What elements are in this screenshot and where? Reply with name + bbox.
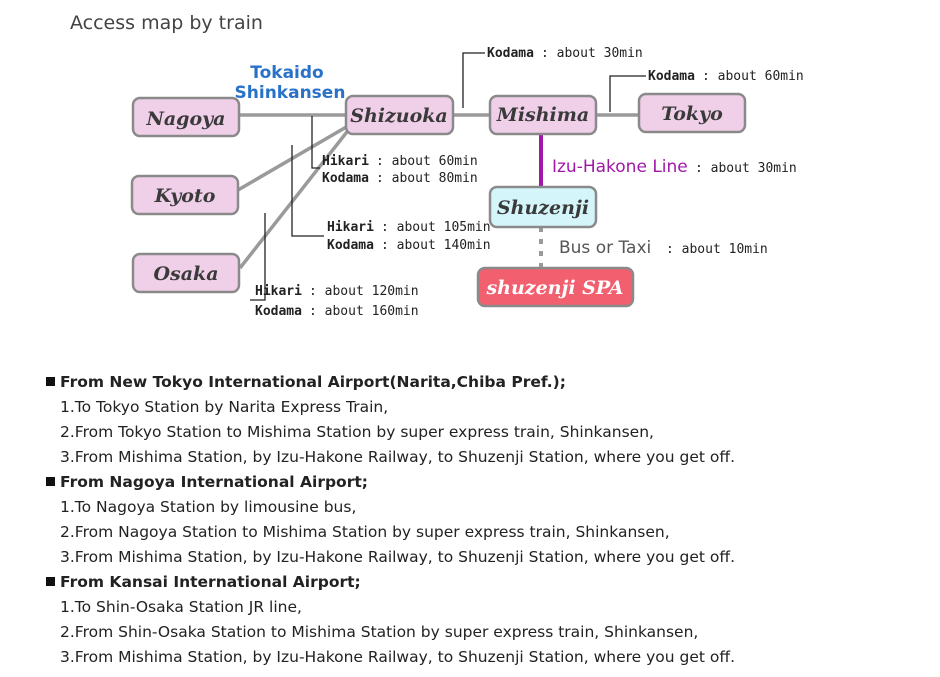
station-label: Tokyo	[661, 103, 723, 125]
station-shuzenji: Shuzenji	[488, 185, 598, 229]
route-kansai-airport: From Kansai International Airport; 1.To …	[46, 570, 735, 670]
route-nagoya-airport: From Nagoya International Airport; 1.To …	[46, 470, 735, 570]
station-label: Shizuoka	[350, 105, 448, 127]
station-shizuoka: Shizuoka	[344, 94, 455, 136]
station-kyoto: Kyoto	[130, 174, 240, 216]
izu-hakone-label: Izu-Hakone Line	[552, 157, 688, 177]
izu-hakone-time: : about 30min	[695, 161, 797, 176]
route-step: 3.From Mishima Station, by Izu-Hakone Ra…	[60, 448, 736, 466]
bus-taxi-time: : about 10min	[666, 242, 768, 257]
tokaido-label-line1: Tokaido	[250, 63, 323, 83]
osaka-kodama-time: : about 160min	[309, 304, 419, 319]
station-label: Shuzenji	[497, 197, 589, 219]
route-title-text: From New Tokyo International Airport(Nar…	[60, 373, 566, 391]
page-title: Access map by train	[70, 12, 263, 34]
kodama-60-time: : about 60min	[702, 69, 804, 84]
bus-taxi-label: Bus or Taxi	[559, 238, 651, 258]
kyoto-hikari-time: : about 105min	[381, 220, 491, 235]
route-step: 2.From Shin-Osaka Station to Mishima Sta…	[60, 623, 699, 641]
callout-osaka	[250, 213, 266, 301]
nagoya-hikari-name: Hikari	[322, 154, 369, 169]
station-tokyo: Tokyo	[637, 92, 747, 134]
route-step: 3.From Mishima Station, by Izu-Hakone Ra…	[60, 548, 736, 566]
station-box	[476, 266, 635, 308]
station-box	[131, 96, 241, 138]
callout-nagoya	[311, 116, 320, 169]
square-bullet-icon	[46, 477, 55, 486]
station-nagoya: Nagoya	[131, 96, 241, 138]
nagoya-kodama-name: Kodama	[322, 171, 369, 186]
route-step: 1.To Nagoya Station by limousine bus,	[60, 498, 357, 516]
kyoto-hikari-name: Hikari	[327, 220, 374, 235]
route-title-text: From Nagoya International Airport;	[60, 473, 368, 491]
kodama-60-name: Kodama	[648, 69, 695, 84]
station-box	[344, 94, 455, 136]
station-box	[637, 92, 747, 134]
station-box	[131, 252, 241, 294]
route-step: 3.From Mishima Station, by Izu-Hakone Ra…	[60, 648, 736, 666]
access-map: Nagoya Kyoto Osaka Shizuoka Mishima Toky…	[130, 46, 804, 319]
route-step: 2.From Nagoya Station to Mishima Station…	[60, 523, 670, 541]
route-instructions: From New Tokyo International Airport(Nar…	[46, 370, 735, 670]
destination-shuzenji-spa: shuzenji SPA	[476, 266, 635, 308]
station-label: Mishima	[496, 104, 589, 126]
kyoto-kodama-time: : about 140min	[381, 238, 491, 253]
kodama-30-name: Kodama	[487, 46, 534, 61]
osaka-kodama-name: Kodama	[255, 304, 302, 319]
station-box	[488, 185, 598, 229]
station-box	[488, 94, 598, 136]
osaka-hikari-name: Hikari	[255, 284, 302, 299]
station-box	[130, 174, 240, 216]
line-osaka-shizuoka	[238, 126, 352, 270]
callout-kodama-30	[462, 52, 485, 108]
square-bullet-icon	[46, 377, 55, 386]
kodama-30-time: : about 30min	[541, 46, 643, 61]
station-label: Nagoya	[146, 108, 226, 130]
route-title: From Nagoya International Airport;	[46, 470, 735, 495]
square-bullet-icon	[46, 577, 55, 586]
nagoya-kodama-time: : about 80min	[376, 171, 478, 186]
station-mishima: Mishima	[488, 94, 598, 136]
osaka-hikari-time: : about 120min	[309, 284, 419, 299]
route-step: 1.To Shin-Osaka Station JR line,	[60, 598, 302, 616]
station-label: Osaka	[153, 263, 218, 285]
station-label: shuzenji SPA	[485, 277, 623, 299]
callout-kyoto	[291, 145, 324, 237]
callout-kodama-60	[609, 75, 646, 112]
tokaido-label-line2: Shinkansen	[235, 83, 346, 103]
route-step: 1.To Tokyo Station by Narita Express Tra…	[60, 398, 389, 416]
kyoto-kodama-name: Kodama	[327, 238, 374, 253]
route-narita: From New Tokyo International Airport(Nar…	[46, 370, 735, 470]
route-step: 2.From Tokyo Station to Mishima Station …	[60, 423, 654, 441]
route-title: From New Tokyo International Airport(Nar…	[46, 370, 735, 395]
line-kyoto-shizuoka	[237, 124, 349, 192]
station-osaka: Osaka	[131, 252, 241, 294]
nagoya-hikari-time: : about 60min	[376, 154, 478, 169]
station-label: Kyoto	[154, 185, 216, 207]
route-title: From Kansai International Airport;	[46, 570, 735, 595]
route-title-text: From Kansai International Airport;	[60, 573, 361, 591]
